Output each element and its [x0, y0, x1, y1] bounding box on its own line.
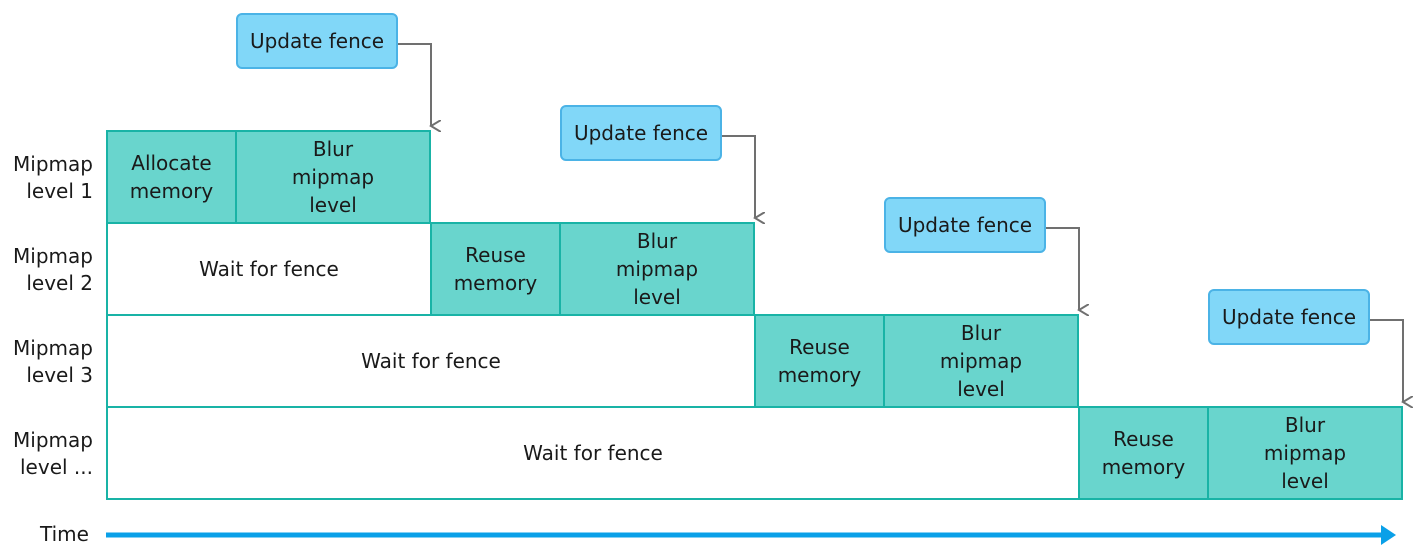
- row-label-level-3: Mipmap level 3: [13, 336, 93, 387]
- update-fence-callout-4: Update fence: [1208, 289, 1370, 345]
- update-fence-callout-1: Update fence: [236, 13, 398, 69]
- reuse-memory-task-n: Reuse memory: [1078, 406, 1209, 500]
- reuse-memory-task-3: Reuse memory: [754, 314, 885, 408]
- blur-mipmap-task-n: Blur mipmap level: [1207, 406, 1403, 500]
- fence-arrow-4: [1370, 319, 1403, 402]
- wait-for-fence-2: Wait for fence: [106, 222, 432, 316]
- wait-for-fence-3: Wait for fence: [106, 314, 756, 408]
- fence-arrow-3: [1046, 227, 1079, 310]
- time-axis-arrowhead: [1381, 525, 1396, 545]
- fence-arrow-2: [722, 135, 755, 218]
- blur-mipmap-task-1: Blur mipmap level: [235, 130, 431, 224]
- time-axis-label: Time: [40, 522, 89, 546]
- row-label-level-2: Mipmap level 2: [13, 244, 93, 295]
- row-label-level-1: Mipmap level 1: [13, 152, 93, 203]
- reuse-memory-task-2: Reuse memory: [430, 222, 561, 316]
- wait-for-fence-n: Wait for fence: [106, 406, 1080, 500]
- fence-arrow-1: [398, 43, 431, 126]
- update-fence-callout-3: Update fence: [884, 197, 1046, 253]
- update-fence-callout-2: Update fence: [560, 105, 722, 161]
- allocate-memory-task: Allocate memory: [106, 130, 237, 224]
- row-label-level-n: Mipmap level ...: [13, 428, 93, 479]
- blur-mipmap-task-3: Blur mipmap level: [883, 314, 1079, 408]
- blur-mipmap-task-2: Blur mipmap level: [559, 222, 755, 316]
